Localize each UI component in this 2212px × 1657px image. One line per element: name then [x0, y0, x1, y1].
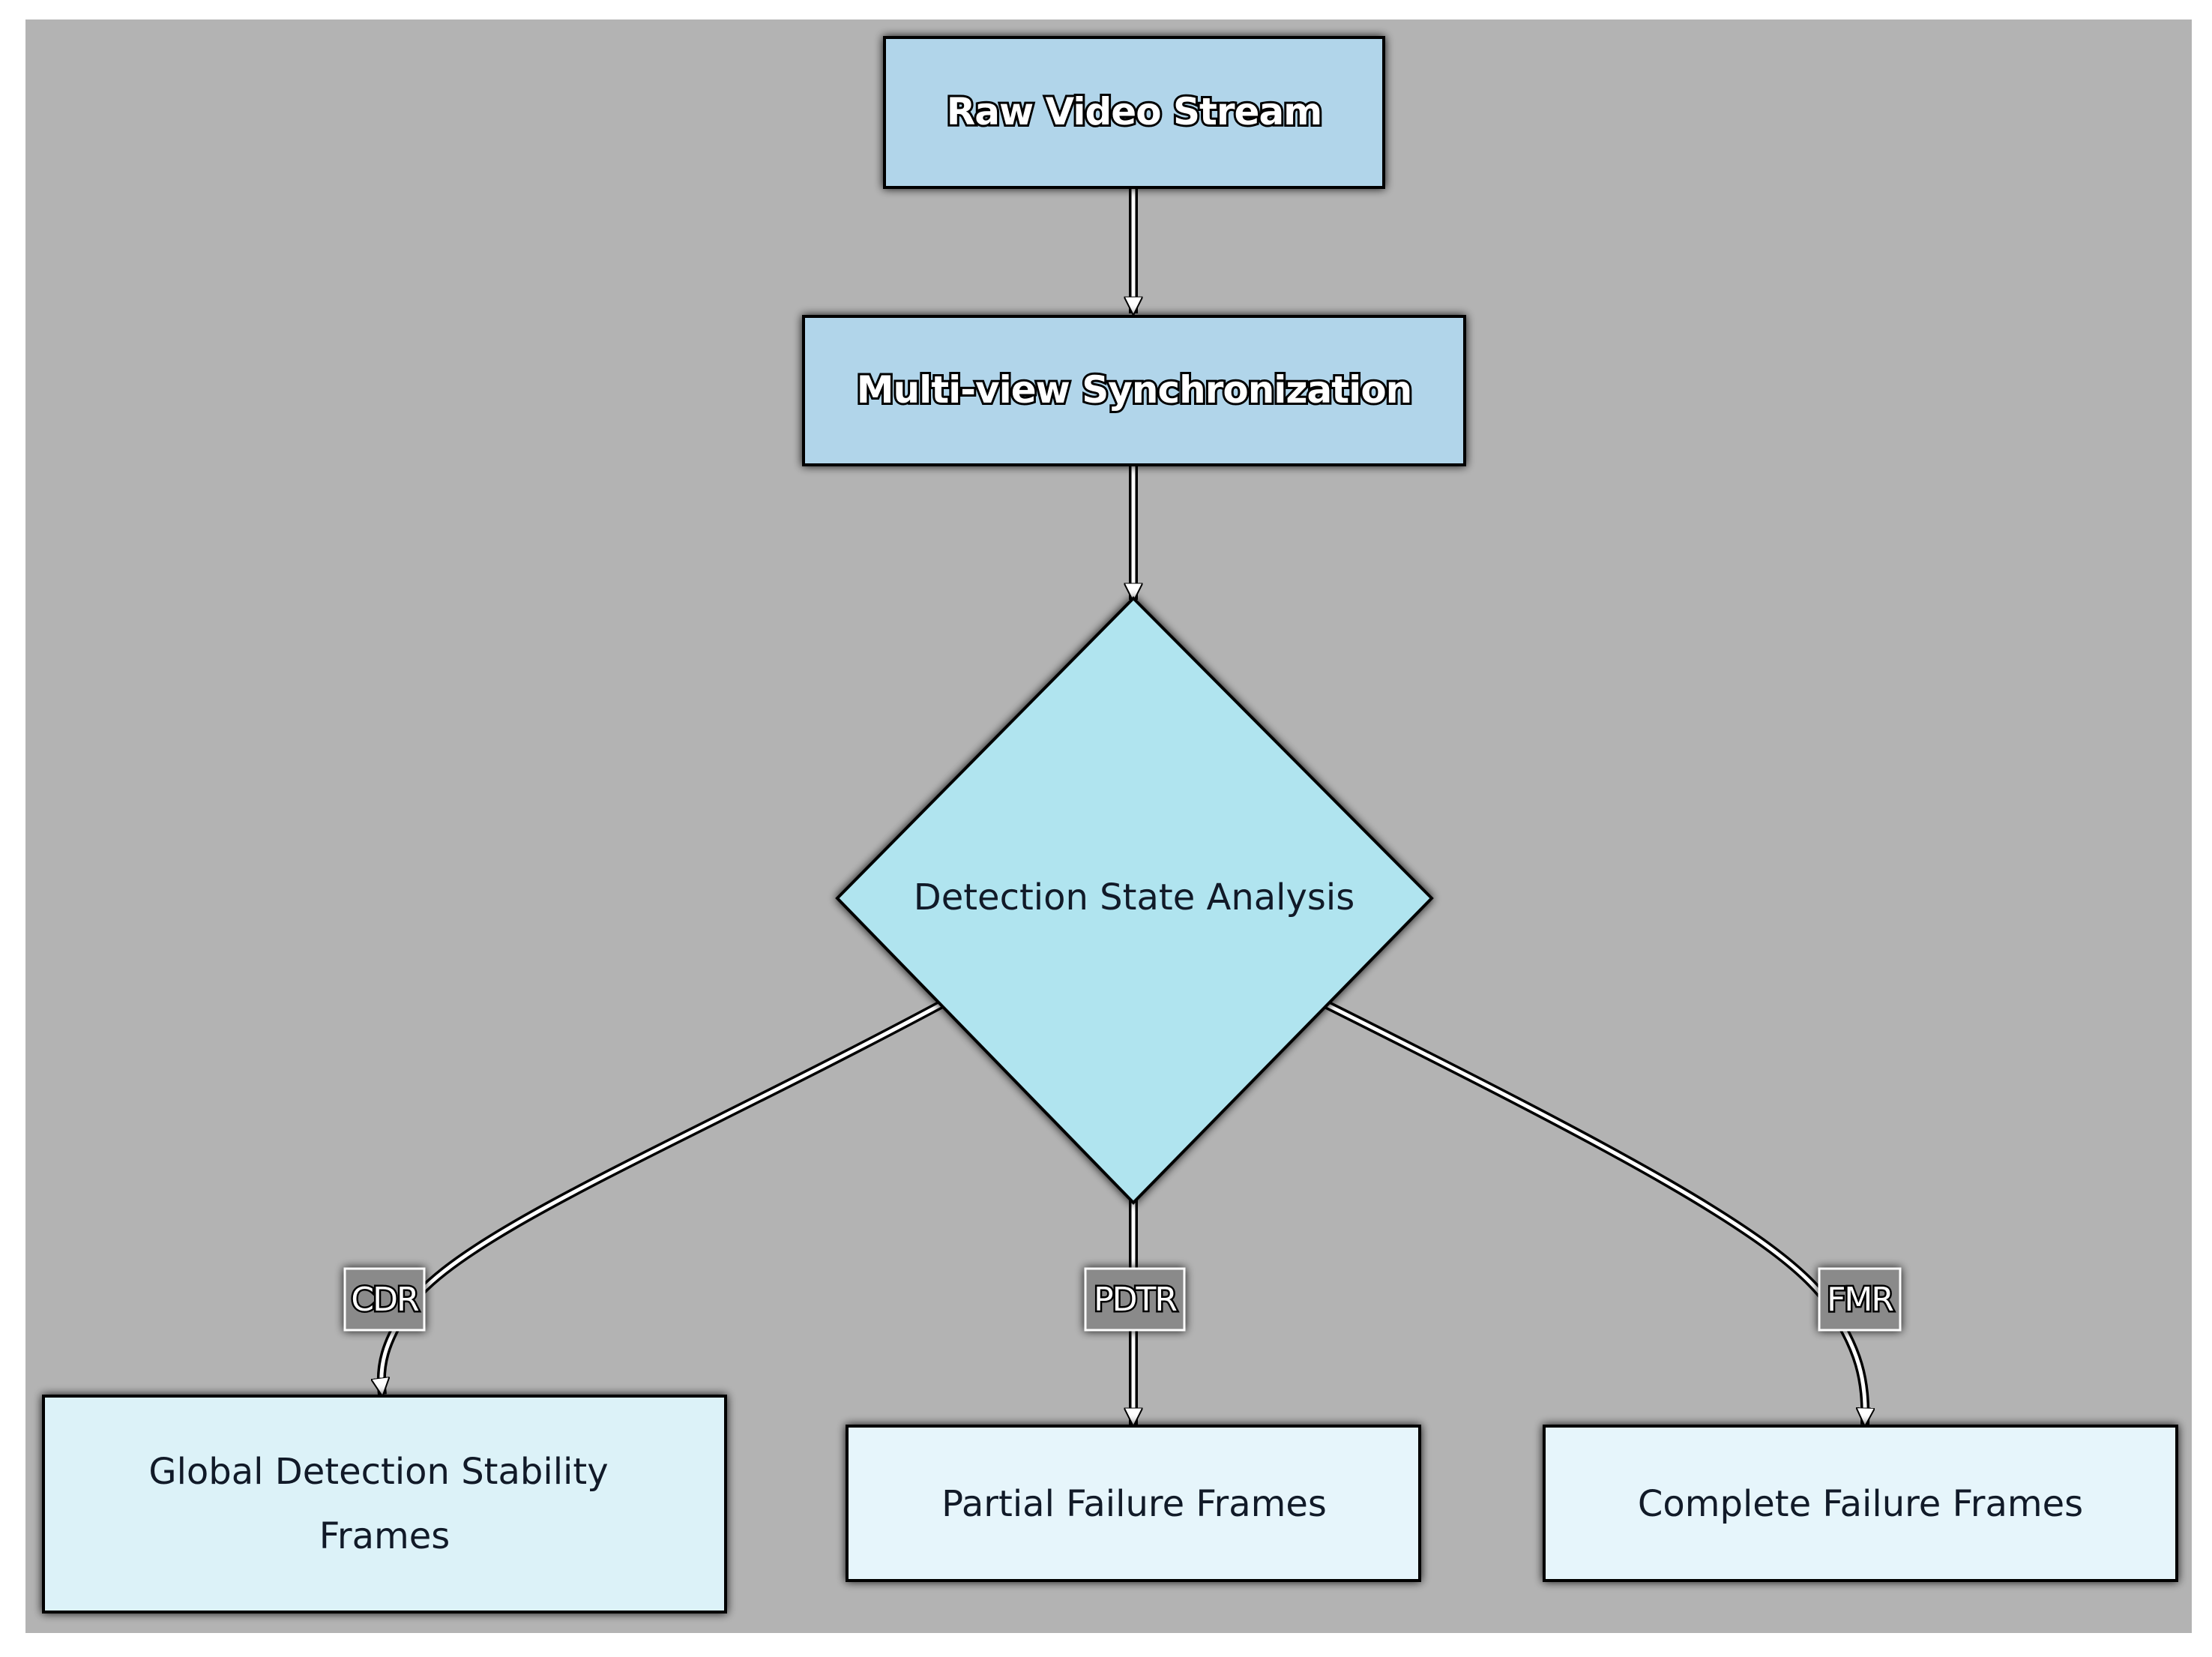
- node-multiview-sync: [802, 315, 1466, 466]
- edges: [382, 189, 1865, 1425]
- node-box: [883, 36, 1385, 189]
- node-box: [802, 315, 1466, 466]
- node-label: Multi-view Synchronization: [857, 368, 1412, 412]
- edge-label-text: PDTR: [1094, 1281, 1177, 1319]
- edge-label-box: [343, 1267, 426, 1332]
- edge-label-cdr: [343, 1267, 426, 1332]
- node-box: [1543, 1425, 2178, 1582]
- node-detection-state-analysis: [835, 596, 1434, 1205]
- node-complete-failure-frames: [1543, 1425, 2178, 1582]
- node-global-detection-stability: [42, 1395, 727, 1614]
- edge-label-fmr: [1818, 1267, 1902, 1332]
- node-label-line2: Frames: [319, 1515, 450, 1557]
- edge-label-text: CDR: [351, 1281, 419, 1319]
- node-partial-failure-frames: [846, 1425, 1421, 1582]
- node-label-line1: Global Detection Stability: [148, 1451, 608, 1493]
- node-label: Complete Failure Frames: [1638, 1483, 2083, 1525]
- node-label: Raw Video Stream: [947, 90, 1322, 133]
- edge-label-text: FMR: [1827, 1281, 1893, 1319]
- node-raw-video-stream: [883, 36, 1385, 189]
- node-label: Partial Failure Frames: [941, 1483, 1327, 1525]
- decision-diamond: [835, 596, 1434, 1205]
- edge-label-box: [1818, 1267, 1902, 1332]
- edge-fmr: [1325, 1000, 1865, 1425]
- node-box: [846, 1425, 1421, 1582]
- node-box: [42, 1395, 727, 1614]
- node-label: Detection State Analysis: [914, 876, 1355, 918]
- edge-cdr: [382, 1000, 943, 1395]
- edge-label-box: [1084, 1267, 1186, 1332]
- edge-label-pdtr: [1084, 1267, 1186, 1332]
